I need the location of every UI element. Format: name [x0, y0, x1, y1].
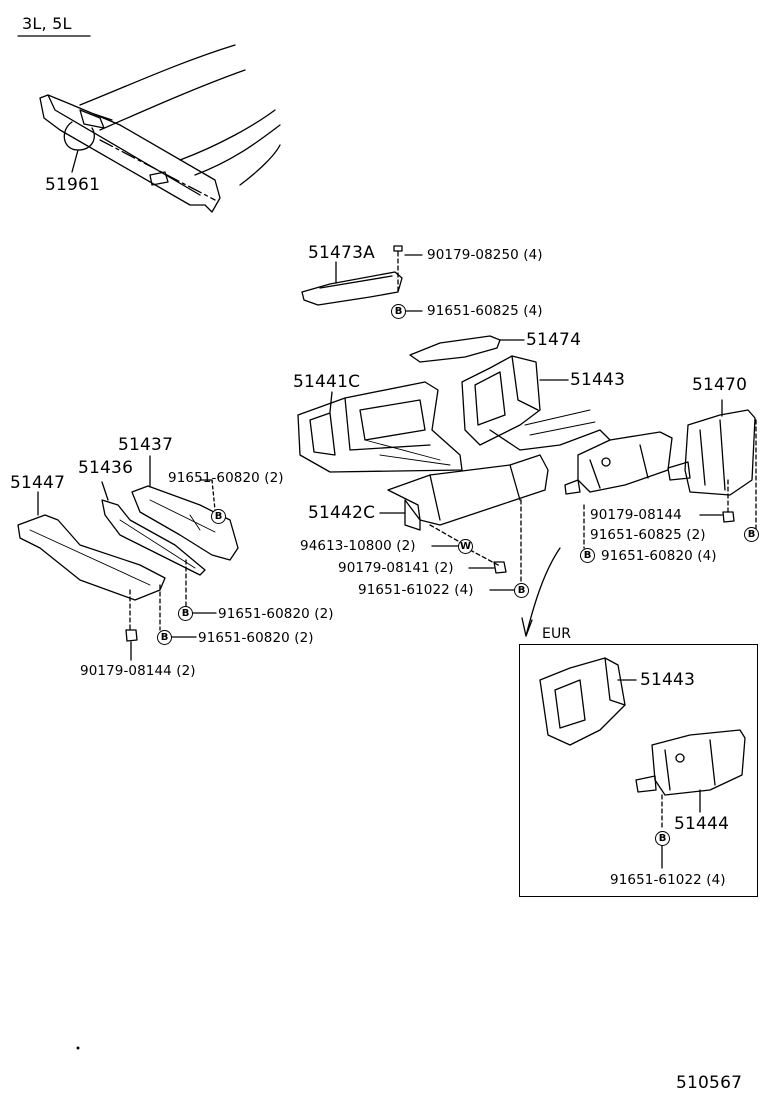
label-91651-60825-2: 91651-60825 (2)	[590, 527, 706, 543]
eur-label: EUR	[542, 626, 572, 642]
label-91651-60820-a: 91651-60820 (2)	[168, 470, 284, 486]
label-91651-60820-4: 91651-60820 (4)	[601, 548, 717, 564]
label-51447: 51447	[10, 473, 66, 493]
label-91651-61022-eur: 91651-61022 (4)	[610, 872, 726, 888]
bolt-badge: B	[655, 831, 670, 846]
label-51436: 51436	[78, 458, 134, 478]
part-51473a-drawing	[301, 245, 423, 312]
label-91651-60820-c: 91651-60820 (2)	[198, 630, 314, 646]
label-90179-08250: 90179-08250 (4)	[427, 247, 543, 263]
bolt-badge: B	[514, 583, 529, 598]
label-94613-10800: 94613-10800 (2)	[300, 538, 416, 554]
label-91651-61022-main: 91651-61022 (4)	[358, 582, 474, 598]
part-51447-drawing	[17, 491, 197, 661]
washer-badge: W	[458, 539, 473, 554]
part-51442c-drawing	[379, 454, 549, 591]
part-51437-drawing	[131, 455, 239, 561]
illustration-number: 510567	[676, 1073, 743, 1093]
label-90179-08144-right: 90179-08144	[590, 507, 682, 523]
eur-51444-drawing	[635, 729, 746, 869]
bolt-badge: B	[178, 606, 193, 621]
label-90179-08144-left: 90179-08144 (2)	[80, 663, 196, 679]
label-91651-60825-4: 91651-60825 (4)	[427, 303, 543, 319]
part-51443-drawing	[461, 355, 611, 451]
label-51470: 51470	[692, 375, 748, 395]
label-51474: 51474	[526, 330, 582, 350]
bolt-badge: B	[580, 548, 595, 563]
bolt-badge: B	[744, 527, 759, 542]
label-91651-60820-b: 91651-60820 (2)	[218, 606, 334, 622]
part-51441c-drawing	[297, 381, 463, 473]
part-51474-drawing	[409, 335, 525, 363]
label-51961: 51961	[45, 175, 101, 195]
variant-label: 3L, 5L	[22, 14, 72, 33]
part-51470-drawing	[667, 399, 757, 531]
bolt-badge: B	[211, 509, 226, 524]
frame-rail-drawing	[39, 44, 281, 213]
label-51441c: 51441C	[293, 372, 361, 392]
eur-box	[519, 644, 758, 897]
eur-51443-drawing	[539, 657, 637, 746]
part-51436-drawing	[101, 481, 217, 614]
eur-arrow	[521, 547, 561, 637]
label-51444: 51444	[674, 814, 730, 834]
bolt-badge: B	[391, 304, 406, 319]
bolt-badge: B	[157, 630, 172, 645]
stray-dot	[76, 1046, 80, 1050]
label-51473a: 51473A	[308, 243, 375, 263]
label-51443-eur: 51443	[640, 670, 696, 690]
label-51442c: 51442C	[308, 503, 376, 523]
label-90179-08141: 90179-08141 (2)	[338, 560, 454, 576]
label-51443: 51443	[570, 370, 626, 390]
label-51437: 51437	[118, 435, 174, 455]
